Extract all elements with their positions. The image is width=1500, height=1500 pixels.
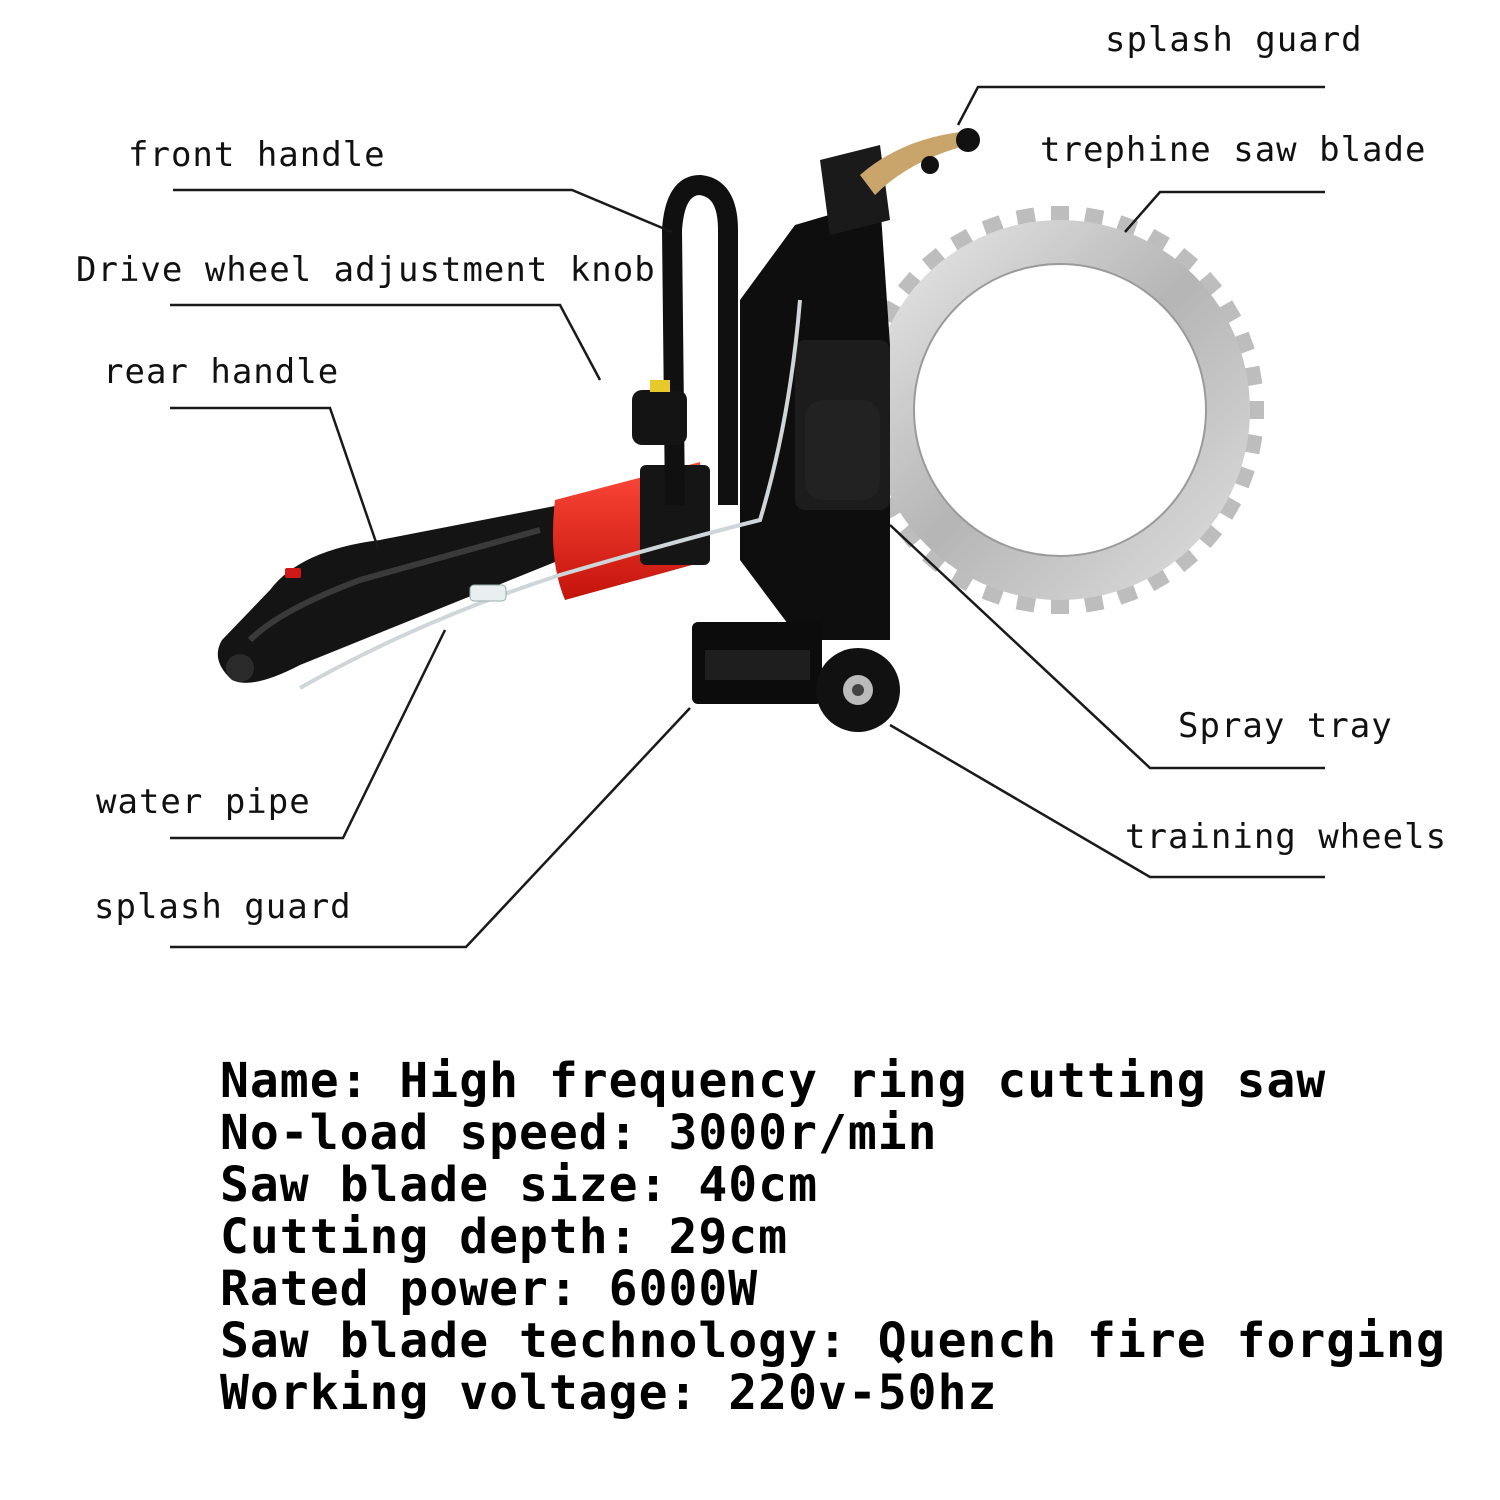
leader-lines	[170, 85, 1325, 949]
spec-rated-power: Rated power: 6000W	[220, 1261, 759, 1317]
drive-wheel-adjustment-knob	[632, 380, 687, 445]
spec-no-load-speed: No-load speed: 3000r/min	[220, 1105, 938, 1161]
leader-training-wheels	[889, 723, 1325, 879]
blade-ring	[870, 220, 1250, 600]
leader-trephine-saw-blade	[1124, 190, 1325, 233]
label-trephine-saw-blade: trephine saw blade	[1040, 130, 1427, 170]
spec-working-voltage: Working voltage: 220v-50hz	[220, 1365, 998, 1421]
label-spray-tray: Spray tray	[1178, 706, 1393, 746]
water-pipe-connector	[469, 584, 507, 602]
leader-spray-tray	[889, 524, 1325, 770]
label-training-wheels: training wheels	[1125, 817, 1448, 857]
front-handle	[661, 174, 738, 506]
splash-guard-top	[860, 128, 980, 195]
blade-teeth	[856, 206, 1264, 614]
blade-inner-edge	[913, 263, 1207, 557]
label-splash-guard-bottom: splash guard	[94, 887, 352, 927]
spec-cutting-depth: Cutting depth: 29cm	[220, 1209, 789, 1265]
trephine-saw-blade	[856, 206, 1264, 614]
training-wheels	[816, 648, 900, 732]
label-rear-handle: rear handle	[103, 352, 340, 392]
spray-tray	[692, 622, 822, 704]
label-water-pipe: water pipe	[96, 782, 311, 822]
leader-splash-guard-bottom	[170, 707, 691, 949]
motor-housing	[552, 462, 710, 600]
leader-splash-guard-top	[956, 85, 1325, 126]
gearbox	[740, 145, 890, 640]
leader-water-pipe	[170, 629, 447, 840]
label-front-handle: front handle	[128, 135, 386, 175]
leader-front-handle	[173, 188, 673, 234]
label-drive-wheel-adjustment-knob: Drive wheel adjustment knob	[76, 250, 656, 290]
label-splash-guard-top: splash guard	[1105, 20, 1363, 60]
spec-blade-technology: Saw blade technology: Quench fire forgin…	[220, 1313, 1446, 1369]
water-pipe	[299, 299, 802, 690]
rear-handle	[217, 505, 560, 683]
leader-rear-handle	[170, 406, 380, 549]
spec-list: Name: High frequency ring cutting saw No…	[220, 1055, 1446, 1419]
spec-name: Name: High frequency ring cutting saw	[220, 1053, 1327, 1109]
spec-blade-size: Saw blade size: 40cm	[220, 1157, 818, 1213]
leader-drive-wheel-knob	[170, 303, 602, 381]
